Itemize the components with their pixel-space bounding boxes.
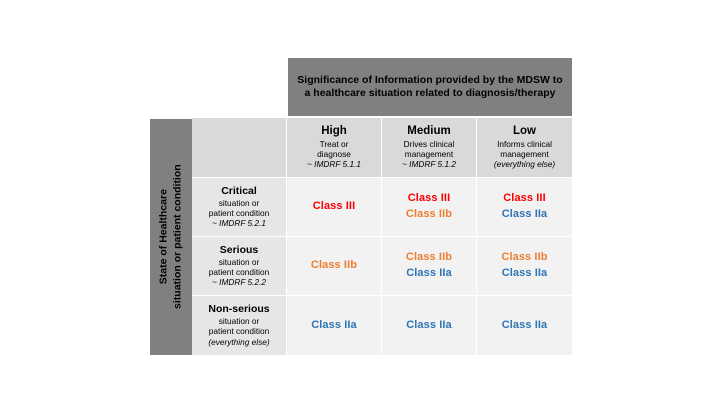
classification-label: Class IIa (311, 318, 357, 331)
cell-non-serious-low: Class IIa (477, 296, 572, 355)
row-header-serious-sub2: patient condition (208, 266, 270, 277)
column-header-medium-title: Medium (407, 124, 451, 137)
row-header-non-serious: Non-serious situation or patient conditi… (192, 296, 287, 355)
classification-label: Class IIb (405, 251, 453, 264)
classification-label: Class III (407, 192, 451, 205)
column-header-high-title: High (321, 124, 347, 137)
column-header-medium-sub1: Drives clinical (403, 138, 455, 149)
row-header-critical-ref: ~ IMDRF 5.2.1 (211, 218, 267, 229)
classification-label: Class IIa (501, 267, 548, 279)
classification-label: Class IIa (406, 318, 452, 331)
classification-label: Class III (503, 192, 546, 205)
cell-non-serious-medium: Class IIa (382, 296, 477, 355)
column-header-high: High Treat or diagnose ~ IMDRF 5.1.1 (287, 118, 382, 178)
column-header-high-sub2: diagnose (317, 148, 351, 159)
row-header-non-serious-ref: (everything else) (208, 336, 270, 347)
row-header-critical-sub2: patient condition (208, 207, 270, 218)
classification-label: Class IIb (310, 259, 358, 272)
corner-blank-cell (192, 118, 287, 178)
row-header-critical: Critical situation or patient condition … (192, 178, 287, 237)
row-header-non-serious-title: Non-serious (208, 303, 270, 316)
row-group-banner-text: State of Healthcare situation or patient… (157, 165, 184, 310)
column-group-banner: Significance of Information provided by … (288, 58, 572, 116)
column-header-low-sub1: Informs clinical (497, 138, 552, 149)
row-header-non-serious-sub2: patient condition (208, 326, 270, 337)
row-header-critical-sub1: situation or (218, 197, 260, 208)
cell-critical-low: Class III Class IIa (477, 178, 572, 237)
row-header-serious-ref: ~ IMDRF 5.2.2 (211, 277, 267, 288)
column-header-medium-ref: ~ IMDRF 5.1.2 (401, 159, 457, 170)
row-header-serious: Serious situation or patient condition ~… (192, 237, 287, 296)
column-header-low-title: Low (513, 124, 536, 137)
cell-critical-medium: Class III Class IIb (382, 178, 477, 237)
row-header-critical-title: Critical (221, 184, 257, 197)
cell-serious-high: Class IIb (287, 237, 382, 296)
column-header-low-ref: (everything else) (493, 159, 556, 170)
column-header-medium: Medium Drives clinical management ~ IMDR… (382, 118, 477, 178)
cell-critical-high: Class III (287, 178, 382, 237)
classification-label: Class III (312, 200, 356, 213)
row-header-non-serious-sub1: situation or (218, 316, 260, 327)
row-header-serious-title: Serious (219, 243, 259, 256)
row-group-banner-line2: situation or patient condition (171, 164, 184, 310)
row-group-banner-line1: State of Healthcare (157, 189, 170, 285)
classification-label: Class IIb (405, 208, 453, 220)
column-header-medium-sub2: management (404, 148, 454, 159)
column-header-high-sub1: Treat or (319, 138, 349, 149)
column-header-high-ref: ~ IMDRF 5.1.1 (306, 159, 362, 170)
column-header-low-sub2: management (500, 148, 549, 159)
row-header-serious-sub1: situation or (218, 256, 260, 267)
classification-label: Class IIa (406, 267, 452, 279)
column-header-low: Low Informs clinical management (everyth… (477, 118, 572, 178)
classification-label: Class IIa (501, 318, 548, 331)
classification-label: Class IIb (501, 251, 548, 264)
cell-non-serious-high: Class IIa (287, 296, 382, 355)
matrix-grid: High Treat or diagnose ~ IMDRF 5.1.1 Med… (192, 118, 572, 355)
row-group-banner: State of Healthcare situation or patient… (150, 119, 192, 355)
classification-label: Class IIa (501, 208, 548, 220)
